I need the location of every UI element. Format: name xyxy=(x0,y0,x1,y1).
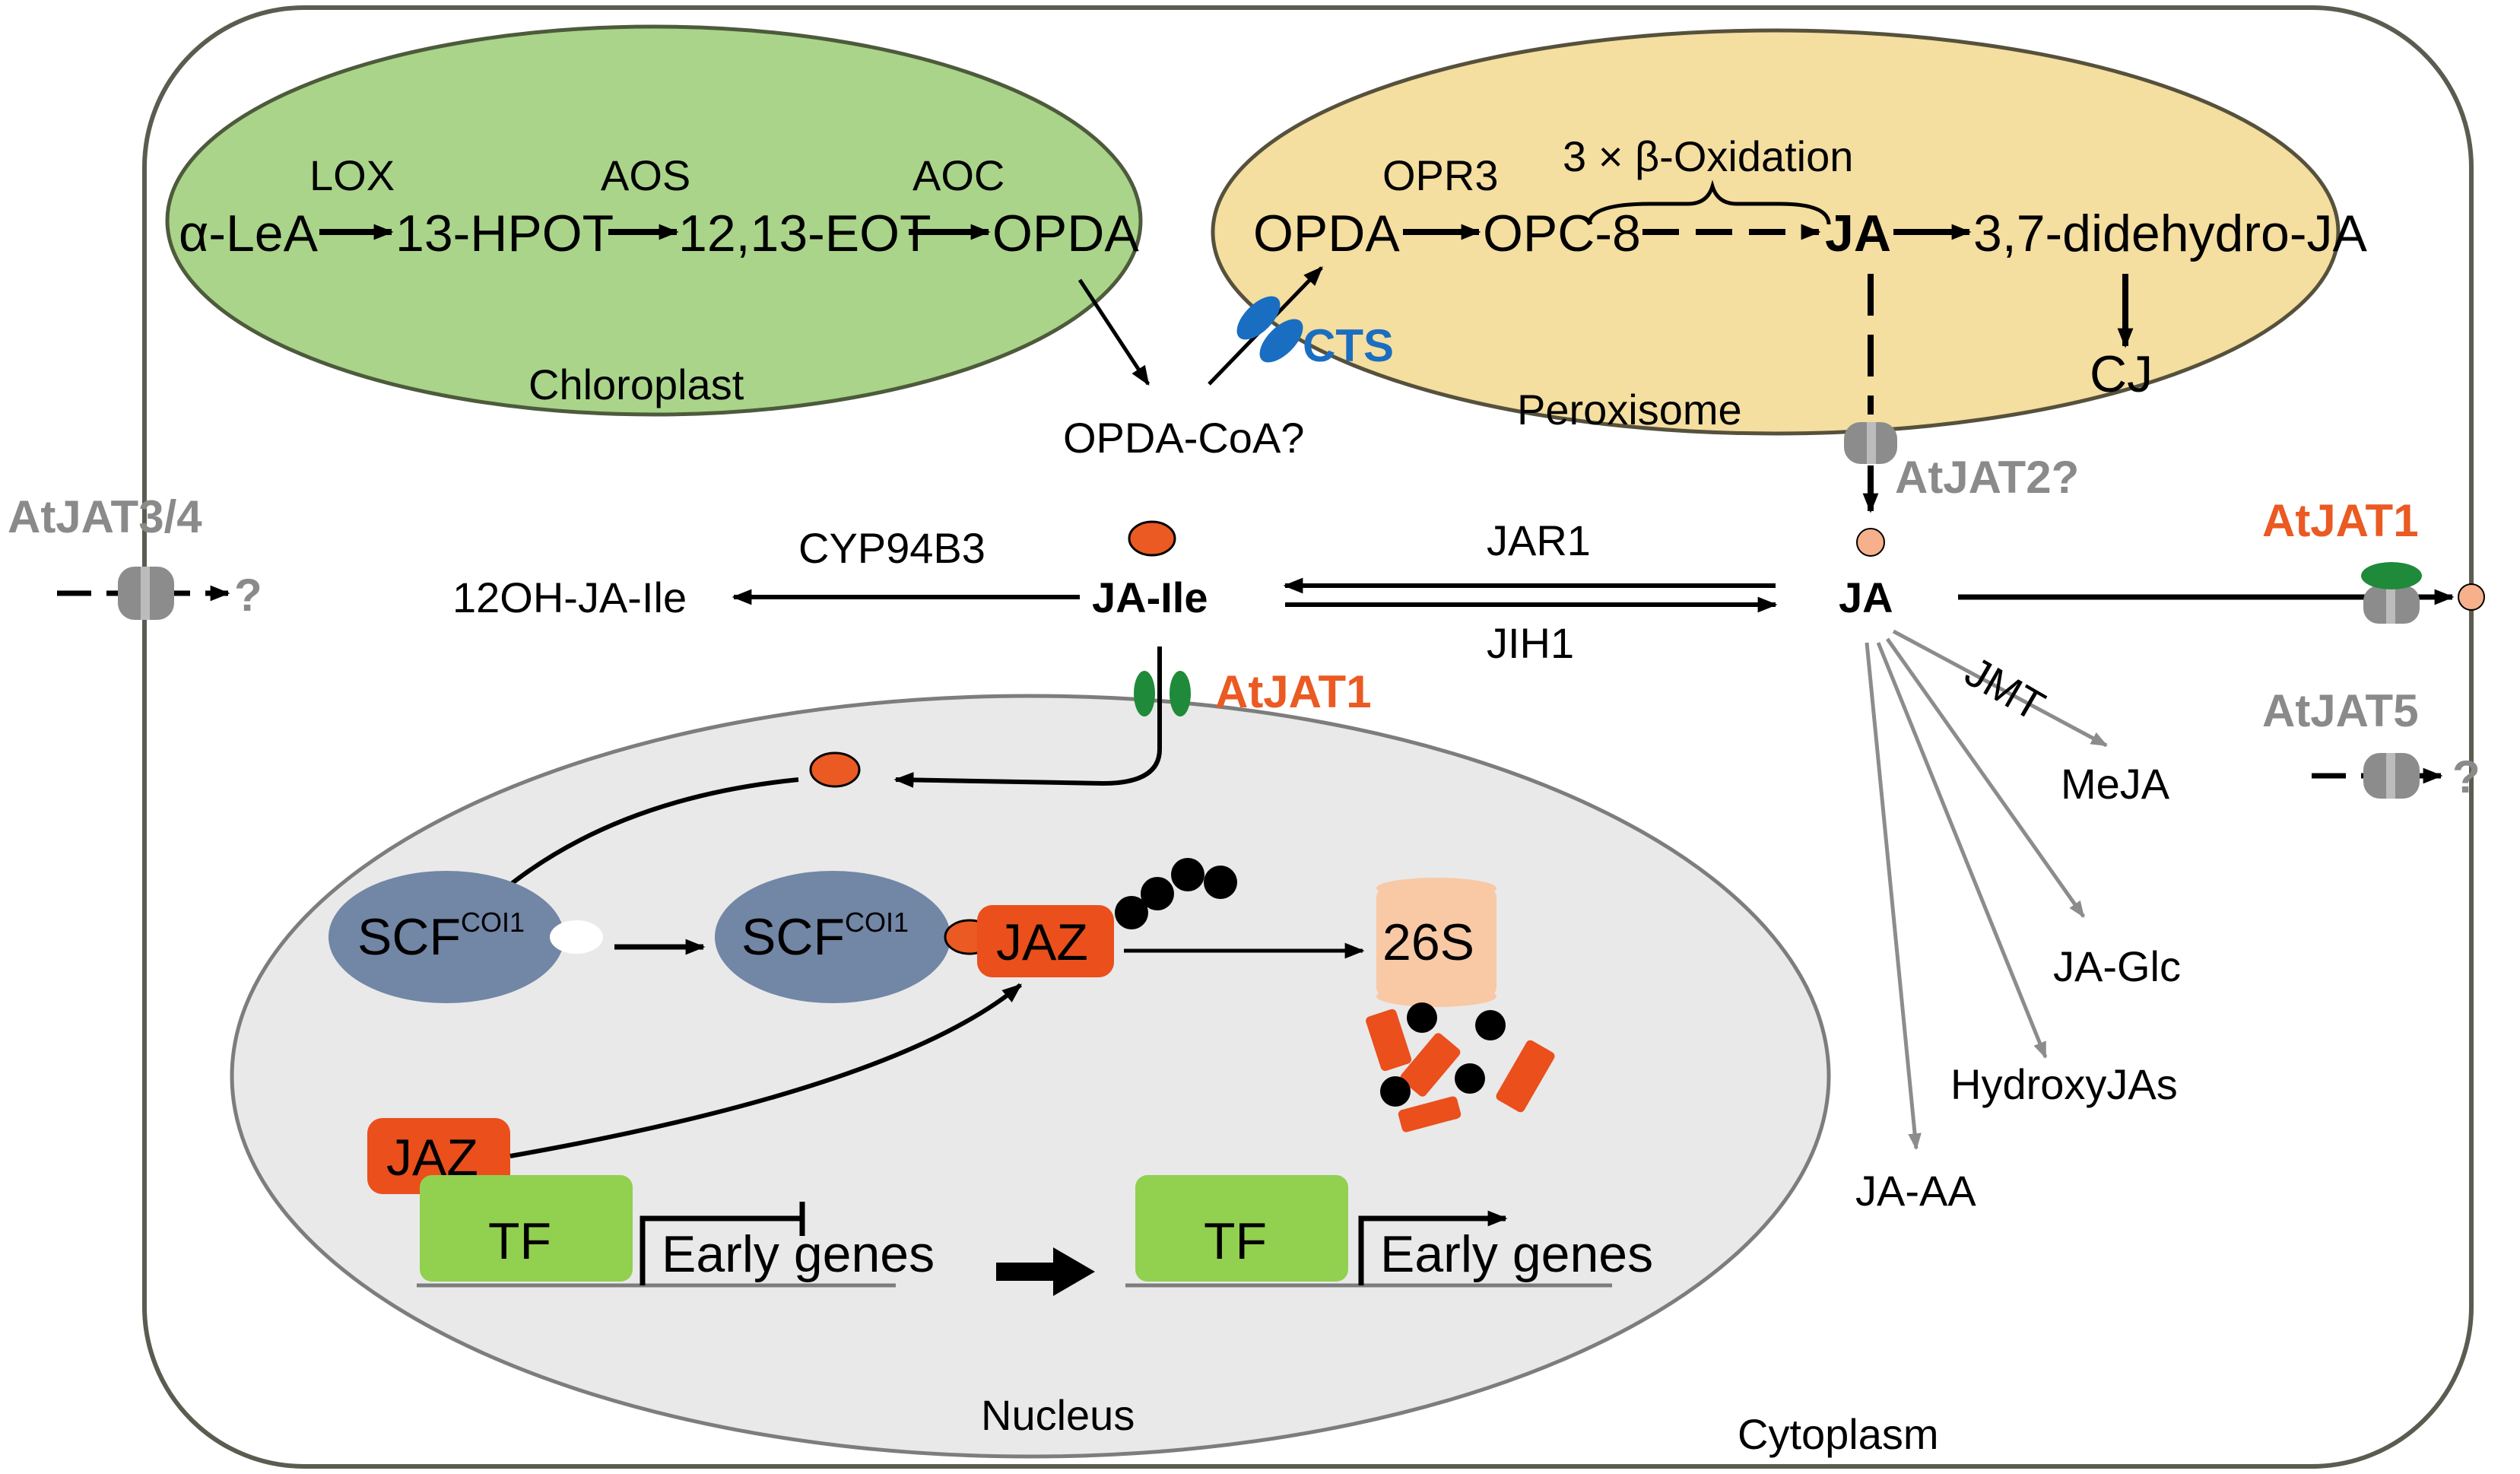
proteasome-26s xyxy=(1376,878,1496,1007)
cts-transporter xyxy=(1236,296,1303,363)
opr3-label: OPR3 xyxy=(1382,151,1499,199)
jaz-bound xyxy=(977,905,1114,977)
peroxisome-ja-label: JA xyxy=(1825,205,1891,262)
atjat5-transporter xyxy=(2363,753,2420,799)
ubiquitin-chain xyxy=(1115,858,1237,929)
atjat2-transporter xyxy=(1844,422,1897,464)
aoc-label: AOC xyxy=(912,151,1005,199)
tf-repressed-label: TF xyxy=(488,1212,551,1270)
opc8-label: OPC-8 xyxy=(1483,205,1641,262)
atjat1-right-label: AtJAT1 xyxy=(2262,495,2419,546)
tf-repressed xyxy=(420,1175,633,1282)
ja-glc-label: JA-Glc xyxy=(2053,942,2181,990)
degraded-jaz-fragments xyxy=(1366,1002,1555,1133)
ohjaile-label: 12OH-JA-Ile xyxy=(452,573,687,621)
early-genes-repressed-label: Early genes xyxy=(662,1225,935,1283)
jmt-label: JMT xyxy=(1957,647,2053,730)
scf-coi1-bound xyxy=(715,871,951,1003)
chloroplast-opda-label: OPDA xyxy=(992,205,1139,262)
peroxisome-opda-label: OPDA xyxy=(1253,205,1400,262)
beta-oxidation-label: 3 × β-Oxidation xyxy=(1563,132,1853,180)
early-genes-active-label: Early genes xyxy=(1380,1225,1653,1283)
nuclear-ja-ile-molecule xyxy=(809,751,861,788)
ja-ile-molecule xyxy=(1128,520,1176,557)
atjat1-nucleus-label: AtJAT1 xyxy=(1215,666,1372,717)
ja-ile-label: JA-Ile xyxy=(1092,573,1208,621)
tf-active-label: TF xyxy=(1204,1212,1267,1270)
scf-label-1: SCFCOI1 xyxy=(357,907,525,966)
atjat34-question: ? xyxy=(234,570,262,621)
coi1-binding-pocket xyxy=(550,920,603,954)
scf-coi1-receptor xyxy=(328,871,564,1003)
scf-label-2: SCFCOI1 xyxy=(741,907,909,966)
cytoplasm-label: Cytoplasm xyxy=(1738,1410,1939,1458)
beta-oxidation-brace xyxy=(1587,179,1831,225)
jih1-label: JIH1 xyxy=(1487,619,1574,667)
ja-molecule xyxy=(1856,528,1885,557)
nucleus-label: Nucleus xyxy=(981,1391,1135,1439)
cts-label: CTS xyxy=(1303,320,1394,371)
nucleus xyxy=(230,694,1831,1459)
proteasome-label: 26S xyxy=(1382,913,1474,971)
eot-label: 12,13-EOT xyxy=(678,205,932,262)
alpha-lea-label: α-LeA xyxy=(179,205,319,262)
didehydro-ja-label: 3,7-didehydro-JA xyxy=(1973,205,2367,262)
tf-active xyxy=(1135,1175,1348,1282)
atjat34-transporter xyxy=(118,567,174,620)
hydroxyjas-label: HydroxyJAs xyxy=(1950,1060,2178,1108)
cell-boundary xyxy=(142,5,2474,1469)
atjat2-label: AtJAT2? xyxy=(1895,452,2079,503)
atjat34-label: AtJAT3/4 xyxy=(8,491,202,542)
chloroplast xyxy=(165,24,1143,417)
jar1-label: JAR1 xyxy=(1487,516,1591,564)
cyp94b3-label: CYP94B3 xyxy=(798,524,985,572)
chloroplast-label: Chloroplast xyxy=(528,361,744,408)
lox-label: LOX xyxy=(309,151,395,199)
exported-ja-molecule xyxy=(2458,583,2485,611)
cj-label: CJ xyxy=(2090,345,2153,403)
atjat1-membrane-transporter xyxy=(2361,562,2422,624)
opda-coa-label: OPDA-CoA? xyxy=(1063,414,1304,462)
activation-arrow xyxy=(996,1247,1095,1296)
atjat5-question: ? xyxy=(2452,751,2480,802)
aos-label: AOS xyxy=(601,151,690,199)
peroxisome-label: Peroxisome xyxy=(1517,386,1742,434)
jaz-bound-label: JAZ xyxy=(996,913,1088,971)
hpot-label: 13-HPOT xyxy=(395,205,614,262)
meja-label: MeJA xyxy=(2061,760,2170,808)
atjat5-label: AtJAT5 xyxy=(2262,685,2419,736)
ja-aa-label: JA-AA xyxy=(1855,1167,1976,1215)
atjat1-nuclear-transporter xyxy=(1134,671,1191,716)
cytoplasm-ja-label: JA xyxy=(1839,573,1893,621)
